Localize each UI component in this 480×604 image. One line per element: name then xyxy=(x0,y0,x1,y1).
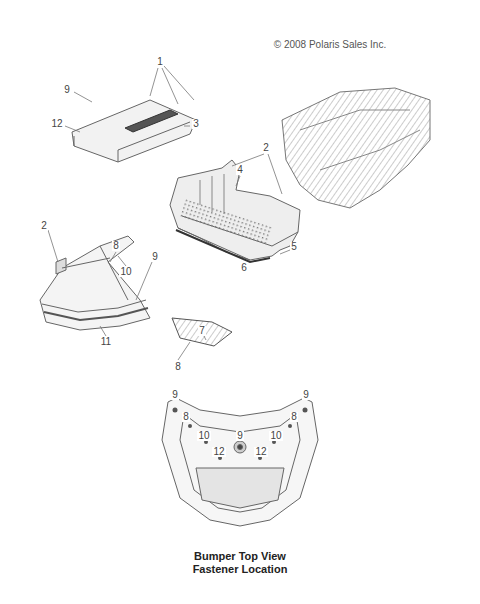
callout-number: 3 xyxy=(192,119,200,129)
callout-number: 9 xyxy=(171,390,179,400)
callout-number: 2 xyxy=(262,143,270,153)
callout-number: 6 xyxy=(240,263,248,273)
copyright-note: © 2008 Polaris Sales Inc. xyxy=(273,40,387,50)
callout-number: 8 xyxy=(112,241,120,251)
callout-number: 9 xyxy=(151,252,159,262)
callout-number: 12 xyxy=(254,447,267,457)
callout-number: 12 xyxy=(50,119,63,129)
callout-number: 12 xyxy=(212,447,225,457)
callout-number: 9 xyxy=(302,390,310,400)
callout-number: 10 xyxy=(119,267,132,277)
figure-caption: Bumper Top View Fastener Location xyxy=(185,550,295,575)
callout-number: 4 xyxy=(236,165,244,175)
callout-number: 1 xyxy=(156,57,164,67)
callout-number: 8 xyxy=(182,412,190,422)
callout-number: 10 xyxy=(269,431,282,441)
callout-number: 5 xyxy=(290,242,298,252)
callout-number: 2 xyxy=(40,221,48,231)
callout-number: 8 xyxy=(174,362,182,372)
callout-number: 10 xyxy=(197,431,210,441)
callout-number: 7 xyxy=(198,326,206,336)
callout-number: 11 xyxy=(100,337,112,347)
callout-number: 9 xyxy=(236,431,244,441)
callout-number: 9 xyxy=(63,85,71,95)
callout-number: 8 xyxy=(290,412,298,422)
